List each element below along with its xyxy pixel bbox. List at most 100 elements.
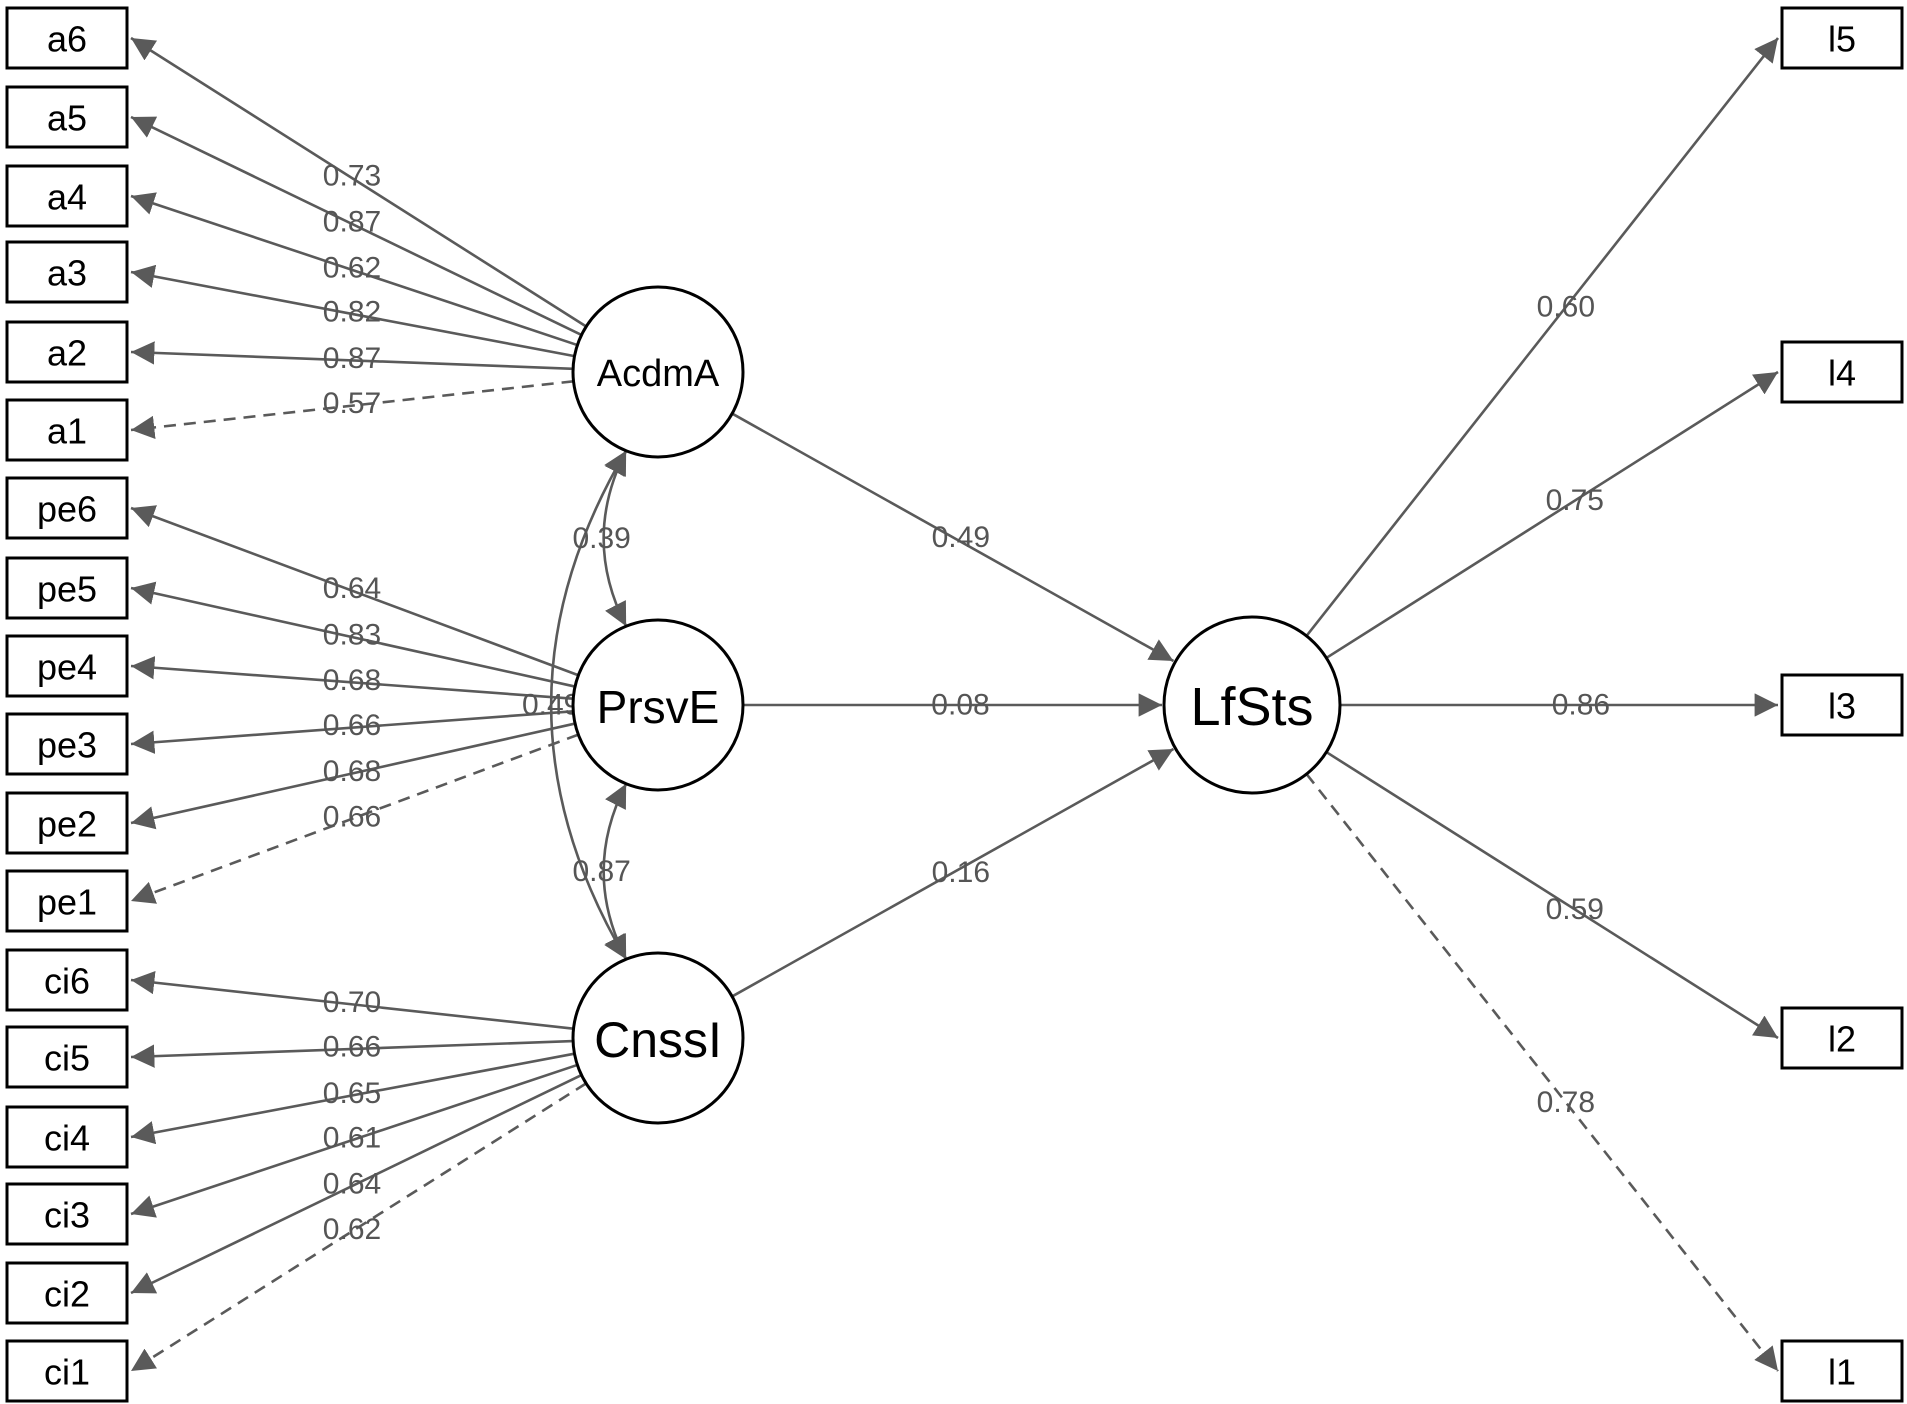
indicator-rect-pe3 [5,712,129,776]
loading-arrow-LfSts-l5 [1305,37,1780,637]
regression-label-AcdmA-LfSts: 0.49 [932,521,990,554]
indicator-box-l4: l4 [1780,340,1904,404]
indicator-box-pe1: pe1 [5,869,129,933]
latent-circle-PrsvE [571,618,745,792]
indicator-rect-l3 [1780,673,1904,737]
latent-circle-CnssI [571,951,745,1125]
loading-arrow-AcdmA-a2 [130,341,574,371]
regression-label-CnssI-LfSts: 0.16 [932,856,990,889]
covariance-label-AcdmA-PrsvE: 0.39 [572,522,630,555]
loading-label-AcdmA-a6: 0.73 [323,160,381,193]
loading-arrow-AcdmA-a4 [130,192,578,347]
loading-arrow-LfSts-l4 [1325,370,1779,660]
indicator-box-l3: l3 [1780,673,1904,737]
indicator-label-a4: a4 [47,177,87,218]
loading-label-AcdmA-a3: 0.82 [323,295,381,328]
indicator-label-ci5: ci5 [44,1038,90,1079]
nodes-layer: a6a5a4a3a2a1pe6pe5pe4pe3pe2pe1ci6ci5ci4c… [5,6,1904,1403]
indicator-rect-l4 [1780,340,1904,404]
indicator-label-a1: a1 [47,411,87,452]
loading-arrow-PrsvE-pe6 [130,505,579,677]
indicator-label-pe4: pe4 [37,647,97,688]
indicator-rect-l2 [1780,1006,1904,1070]
loading-label-AcdmA-a4: 0.62 [323,251,381,284]
edge-labels-layer: 0.730.870.620.820.870.570.640.830.680.66… [323,160,1610,1246]
loading-arrow-CnssI-ci1 [130,1082,587,1373]
indicator-rect-ci5 [5,1025,129,1089]
indicator-label-pe1: pe1 [37,882,97,923]
loading-label-PrsvE-pe4: 0.68 [323,664,381,697]
loading-arrow-PrsvE-pe3 [130,709,574,754]
latent-label-CnssI: CnssI [594,1012,722,1068]
loading-label-PrsvE-pe6: 0.64 [323,572,381,605]
indicator-label-ci1: ci1 [44,1352,90,1393]
indicator-rect-a5 [5,85,129,149]
indicator-rect-ci4 [5,1105,129,1169]
loading-arrow-PrsvE-pe2 [130,722,576,830]
indicator-label-l1: l1 [1828,1352,1856,1393]
indicator-label-pe5: pe5 [37,569,97,610]
indicator-rect-pe1 [5,869,129,933]
indicator-rect-ci2 [5,1261,129,1325]
loading-label-CnssI-ci3: 0.61 [323,1122,381,1155]
latent-node-AcdmA: AcdmA [571,285,745,459]
indicator-box-a4: a4 [5,164,129,228]
latent-node-CnssI: CnssI [571,951,745,1125]
indicator-rect-ci3 [5,1182,129,1246]
loading-arrow-CnssI-ci5 [130,1039,574,1068]
loading-arrow-LfSts-l2 [1325,750,1779,1040]
indicator-label-l2: l2 [1828,1019,1856,1060]
indicator-rect-ci6 [5,948,129,1012]
indicator-rect-pe4 [5,634,129,698]
indicator-rect-ci1 [5,1339,129,1403]
loading-arrow-CnssI-ci4 [130,1052,575,1145]
indicator-box-a6: a6 [5,6,129,70]
indicator-rect-a3 [5,240,129,304]
covariance-arrow-AcdmA-CnssI [549,450,628,960]
regression-label-PrsvE-LfSts: 0.08 [931,689,989,722]
indicator-label-a5: a5 [47,98,87,139]
loading-label-CnssI-ci2: 0.64 [323,1168,381,1201]
indicator-box-l1: l1 [1780,1339,1904,1403]
indicator-rect-a2 [5,320,129,384]
indicator-label-ci2: ci2 [44,1274,90,1315]
indicator-label-a6: a6 [47,19,87,60]
latent-label-AcdmA: AcdmA [597,353,720,395]
indicator-box-pe2: pe2 [5,791,129,855]
indicator-label-l5: l5 [1828,19,1856,60]
indicator-label-ci6: ci6 [44,961,90,1002]
indicator-label-l4: l4 [1828,353,1856,394]
indicator-rect-pe5 [5,556,129,620]
loading-arrow-PrsvE-pe5 [130,581,576,688]
latent-node-PrsvE: PrsvE [571,618,745,792]
loading-arrow-CnssI-ci2 [130,1073,583,1295]
latent-circle-AcdmA [571,285,745,459]
loading-label-PrsvE-pe2: 0.68 [323,755,381,788]
indicator-box-a2: a2 [5,320,129,384]
loading-label-LfSts-l4: 0.75 [1546,484,1604,517]
indicator-box-ci5: ci5 [5,1025,129,1089]
loading-arrow-AcdmA-a5 [130,115,583,337]
indicator-box-ci2: ci2 [5,1261,129,1325]
indicator-rect-a1 [5,398,129,462]
loading-label-PrsvE-pe3: 0.66 [323,709,381,742]
loading-label-PrsvE-pe5: 0.83 [323,619,381,652]
loading-arrow-AcdmA-a6 [130,36,587,328]
loading-label-LfSts-l5: 0.60 [1537,291,1595,324]
loading-label-CnssI-ci4: 0.65 [323,1077,381,1110]
regression-arrow-CnssI-LfSts [731,747,1175,998]
loading-arrow-CnssI-ci6 [130,970,574,1030]
loading-label-LfSts-l1: 0.78 [1537,1086,1595,1119]
indicator-box-a5: a5 [5,85,129,149]
indicator-label-a3: a3 [47,253,87,294]
indicator-box-a1: a1 [5,398,129,462]
latent-label-LfSts: LfSts [1190,677,1313,737]
latent-label-PrsvE: PrsvE [597,681,720,733]
loading-label-AcdmA-a1: 0.57 [323,387,381,420]
loading-arrow-LfSts-l1 [1305,773,1780,1372]
indicator-box-ci4: ci4 [5,1105,129,1169]
indicator-rect-a6 [5,6,129,70]
loading-label-AcdmA-a5: 0.87 [323,205,381,238]
loading-arrow-AcdmA-a1 [130,380,574,440]
